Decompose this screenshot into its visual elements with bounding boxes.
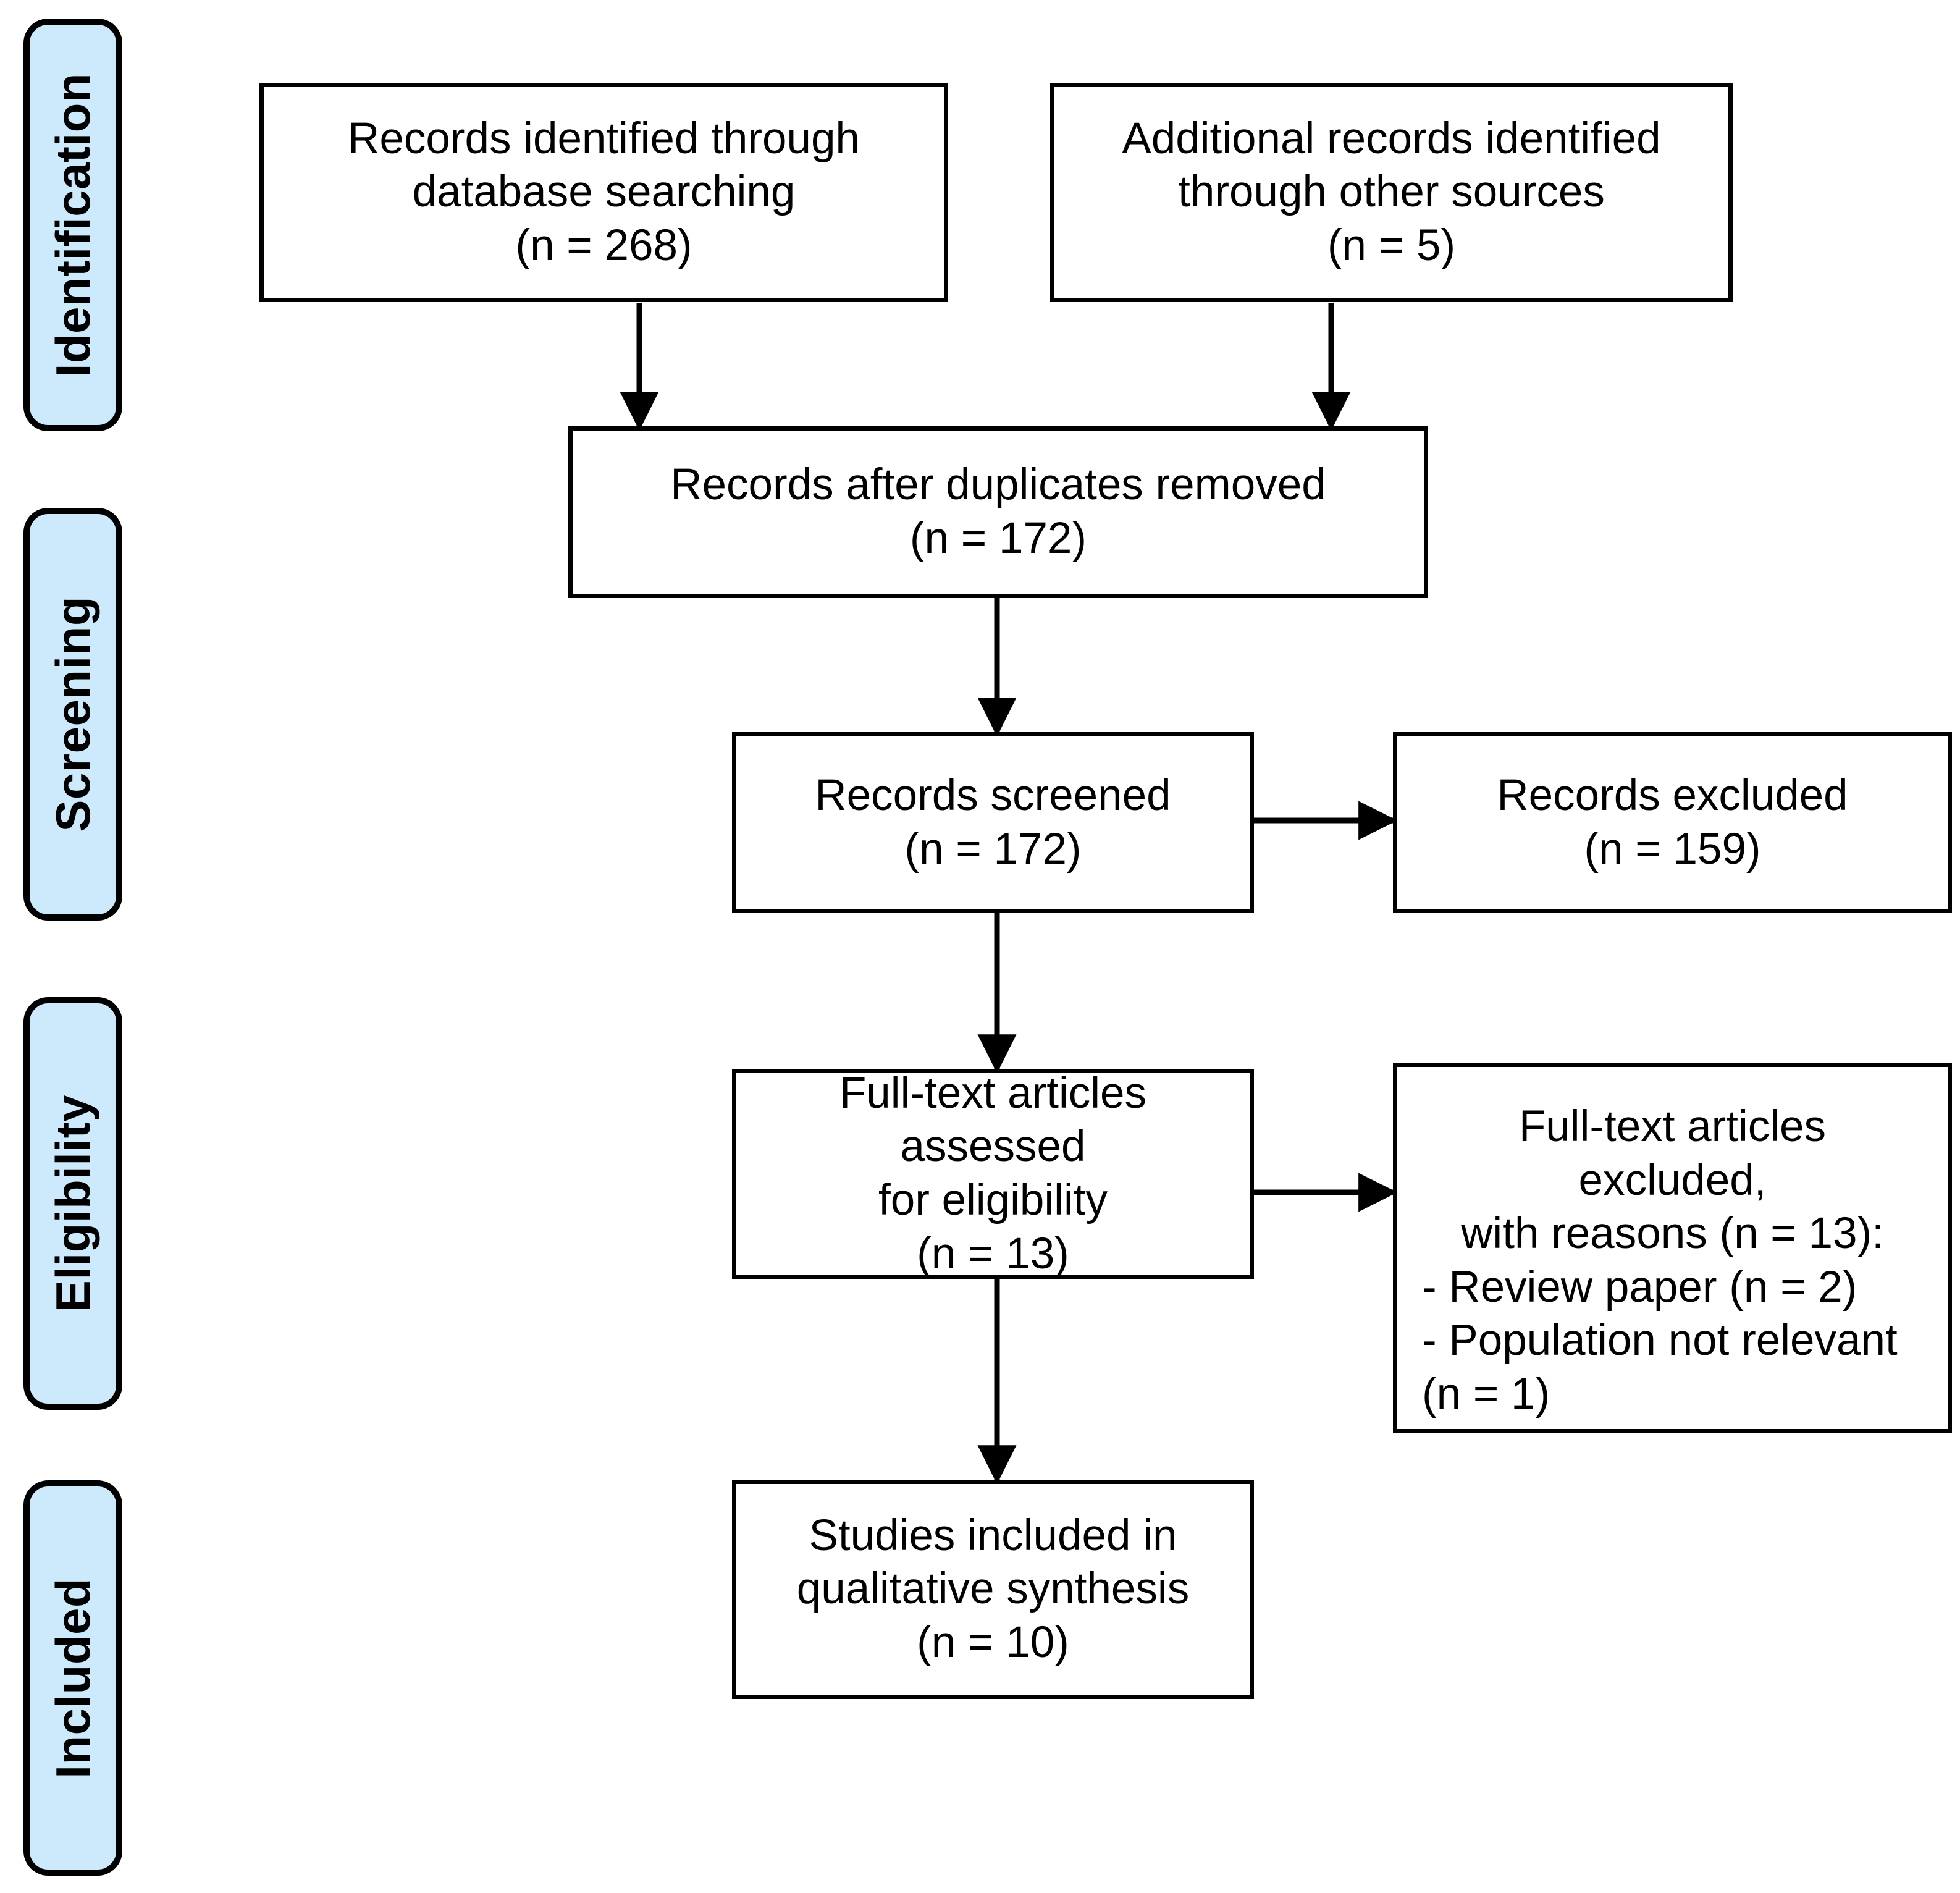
box-records-screened[interactable]: Records screened (n = 172) [732, 732, 1254, 913]
box-additional-records-other-sources[interactable]: Additional records identified through ot… [1050, 83, 1733, 302]
box-text-fulltext-assessed: Full-text articles assessed for eligibil… [839, 1068, 1147, 1278]
stage-tab-identification[interactable]: Identification [23, 19, 122, 431]
box-fulltext-articles-excluded-with-reasons[interactable]: Full-text articles excluded, with reason… [1393, 1063, 1952, 1433]
box-text-records-excluded: Records excluded (n = 159) [1497, 770, 1848, 874]
box-text-included-studies: Studies included in qualitative synthesi… [796, 1511, 1190, 1667]
box-text-screened: Records screened (n = 172) [815, 770, 1171, 874]
box-studies-included-qualitative-synthesis[interactable]: Studies included in qualitative synthesi… [732, 1480, 1254, 1699]
box-records-excluded[interactable]: Records excluded (n = 159) [1393, 732, 1952, 913]
box-records-identified-database-searching[interactable]: Records identified through database sear… [259, 83, 948, 302]
stage-tab-label-identification: Identification [46, 72, 100, 377]
stage-tab-screening[interactable]: Screening [23, 508, 122, 921]
box-text-fulltext-excluded-reasons: - Review paper (n = 2) - Population not … [1422, 1262, 1898, 1419]
box-records-after-duplicates-removed[interactable]: Records after duplicates removed (n = 17… [568, 426, 1428, 598]
stage-tab-label-screening: Screening [46, 596, 100, 832]
box-text-db-search: Records identified through database sear… [348, 114, 860, 270]
box-text-after-duplicates: Records after duplicates removed (n = 17… [670, 460, 1326, 563]
stage-tab-included[interactable]: Included [23, 1480, 122, 1876]
stage-tab-eligibility[interactable]: Eligibility [23, 997, 122, 1410]
box-fulltext-articles-assessed[interactable]: Full-text articles assessed for eligibil… [732, 1069, 1254, 1279]
stage-tab-label-included: Included [46, 1577, 100, 1779]
box-text-other-sources: Additional records identified through ot… [1122, 114, 1661, 270]
stage-tab-label-eligibility: Eligibility [46, 1094, 100, 1313]
box-text-fulltext-excluded-head: Full-text articles excluded, with reason… [1461, 1102, 1884, 1258]
